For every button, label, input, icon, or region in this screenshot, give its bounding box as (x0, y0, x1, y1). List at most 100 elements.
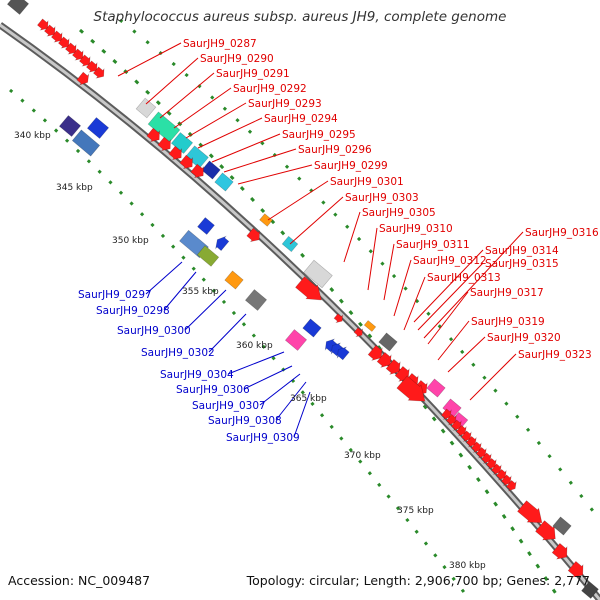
feature-lightgrey-0303[interactable] (303, 259, 333, 289)
gene-label-SaurJH9_0297[interactable]: SaurJH9_0297 (78, 289, 152, 301)
gene-label-SaurJH9_0301[interactable]: SaurJH9_0301 (330, 176, 404, 188)
cds-forward-mid-1[interactable] (376, 351, 395, 371)
gene-label-SaurJH9_0317[interactable]: SaurJH9_0317 (470, 287, 544, 299)
cds-forward-dense-10[interactable] (490, 462, 504, 476)
cds-forward-0317[interactable] (396, 374, 432, 409)
cds-forward-dense-7[interactable] (475, 446, 489, 460)
gene-label-SaurJH9_0320[interactable]: SaurJH9_0320 (487, 332, 561, 344)
cds-forward-0287[interactable] (76, 71, 93, 88)
cds-forward-0310[interactable] (353, 326, 366, 339)
cds-forward-dense-8[interactable] (480, 451, 494, 465)
gene-label-SaurJH9_0292[interactable]: SaurJH9_0292 (233, 83, 307, 95)
cds-forward-mid-2[interactable] (385, 358, 404, 378)
gene-label-SaurJH9_0290[interactable]: SaurJH9_0290 (200, 53, 274, 65)
cds-reverse-0306-1[interactable] (328, 340, 345, 357)
cds-forward-top-4[interactable] (64, 41, 79, 57)
feature-darkblue-340[interactable] (58, 115, 82, 137)
cds-forward-dense-6[interactable] (470, 440, 484, 454)
cds-forward-mid-0[interactable] (367, 344, 386, 364)
cds-forward-top-5[interactable] (71, 47, 86, 63)
gene-label-SaurJH9_0304[interactable]: SaurJH9_0304 (160, 369, 234, 381)
feature-grey-top[interactable] (6, 0, 30, 15)
feature-pink-0319[interactable] (426, 378, 446, 398)
feature-orange-0300[interactable] (224, 270, 244, 290)
gene-label-SaurJH9_0315[interactable]: SaurJH9_0315 (485, 258, 559, 270)
gene-label-SaurJH9_0295[interactable]: SaurJH9_0295 (282, 129, 356, 141)
gene-label-SaurJH9_0294[interactable]: SaurJH9_0294 (264, 113, 338, 125)
feature-cyan-0293[interactable] (185, 145, 209, 169)
gene-label-SaurJH9_0305[interactable]: SaurJH9_0305 (362, 207, 436, 219)
cds-forward-0299[interactable] (246, 227, 264, 245)
cds-forward-inner-3[interactable] (179, 154, 197, 172)
feature-orange-0311[interactable] (363, 320, 377, 332)
cds-reverse-0306-2[interactable] (334, 344, 351, 361)
cds-forward-0303[interactable] (294, 275, 327, 307)
cds-forward-low-3[interactable] (551, 542, 572, 563)
cds-forward-inner-1[interactable] (157, 136, 175, 154)
feature-blue-0297b[interactable] (197, 217, 215, 235)
cds-forward-0305[interactable] (333, 312, 346, 325)
cds-forward-top-7[interactable] (85, 59, 100, 75)
feature-grey-low[interactable] (552, 516, 572, 536)
feature-grey-0312[interactable] (378, 332, 398, 352)
gene-label-SaurJH9_0300[interactable]: SaurJH9_0300 (117, 325, 191, 337)
gene-label-SaurJH9_0299[interactable]: SaurJH9_0299 (314, 160, 388, 172)
gene-label-SaurJH9_0313[interactable]: SaurJH9_0313 (427, 272, 501, 284)
cds-forward-dense-12[interactable] (500, 473, 514, 487)
cds-forward-dense-13[interactable] (505, 479, 519, 493)
cds-forward-dense-2[interactable] (450, 418, 464, 432)
gene-label-SaurJH9_0302[interactable]: SaurJH9_0302 (141, 347, 215, 359)
cds-forward-low-1[interactable] (516, 499, 547, 530)
feature-lightgrey-0290[interactable] (135, 97, 157, 119)
cds-forward-dense-4[interactable] (460, 429, 474, 443)
cds-forward-top-8[interactable] (92, 65, 107, 81)
cds-forward-dense-3[interactable] (455, 424, 469, 438)
cds-forward-inner-0[interactable] (146, 127, 164, 145)
feature-grey-corner[interactable] (581, 581, 599, 599)
cds-forward-dense-1[interactable] (445, 413, 459, 427)
feature-pink-0304[interactable] (284, 329, 308, 351)
feature-grey-0302[interactable] (244, 289, 268, 311)
gene-label-SaurJH9_0309[interactable]: SaurJH9_0309 (226, 432, 300, 444)
cds-forward-top-1[interactable] (43, 23, 58, 39)
feature-blue-340[interactable] (86, 117, 110, 139)
cds-forward-top-3[interactable] (57, 35, 72, 51)
gene-label-SaurJH9_0311[interactable]: SaurJH9_0311 (396, 239, 470, 251)
cds-forward-dense-9[interactable] (485, 457, 499, 471)
gene-label-SaurJH9_0310[interactable]: SaurJH9_0310 (379, 223, 453, 235)
gene-label-SaurJH9_0319[interactable]: SaurJH9_0319 (471, 316, 545, 328)
feature-cyan-0295[interactable] (214, 172, 234, 192)
gene-label-SaurJH9_0314[interactable]: SaurJH9_0314 (485, 245, 559, 257)
feature-navy-0294[interactable] (201, 160, 221, 180)
feature-olive-0298[interactable] (196, 245, 220, 267)
gene-label-SaurJH9_0323[interactable]: SaurJH9_0323 (518, 349, 592, 361)
gene-label-SaurJH9_0303[interactable]: SaurJH9_0303 (345, 192, 419, 204)
gene-label-SaurJH9_0298[interactable]: SaurJH9_0298 (96, 305, 170, 317)
cds-forward-top-6[interactable] (78, 53, 93, 69)
feature-orange-0299[interactable] (259, 213, 273, 227)
gene-label-SaurJH9_0312[interactable]: SaurJH9_0312 (413, 255, 487, 267)
gene-label-SaurJH9_0291[interactable]: SaurJH9_0291 (216, 68, 290, 80)
gene-label-SaurJH9_0308[interactable]: SaurJH9_0308 (208, 415, 282, 427)
feature-blue-0304[interactable] (302, 318, 322, 338)
cds-forward-low-4[interactable] (567, 560, 588, 581)
cds-forward-dense-11[interactable] (495, 468, 509, 482)
cds-forward-top-2[interactable] (50, 29, 65, 45)
cds-forward-low-2[interactable] (534, 519, 561, 546)
cds-forward-inner-4[interactable] (190, 163, 208, 181)
cds-reverse-0306-0[interactable] (322, 336, 339, 353)
gene-label-SaurJH9_0287[interactable]: SaurJH9_0287 (183, 38, 257, 50)
gene-label-SaurJH9_0306[interactable]: SaurJH9_0306 (176, 384, 250, 396)
gene-label-SaurJH9_0307[interactable]: SaurJH9_0307 (192, 400, 266, 412)
leader-SaurJH9_0290 (145, 57, 199, 105)
gene-label-SaurJH9_0316[interactable]: SaurJH9_0316 (525, 227, 599, 239)
gene-label-SaurJH9_0293[interactable]: SaurJH9_0293 (248, 98, 322, 110)
cds-reverse-0297[interactable] (212, 233, 230, 252)
cds-forward-inner-2[interactable] (168, 145, 186, 163)
cds-forward-dense-0[interactable] (440, 407, 454, 421)
cds-forward-top-0[interactable] (36, 17, 51, 33)
gene-label-SaurJH9_0296[interactable]: SaurJH9_0296 (298, 144, 372, 156)
feature-steelblue-340[interactable] (71, 129, 101, 157)
cds-forward-dense-5[interactable] (465, 435, 479, 449)
kbp-tick-365-kbp: 365 kbp (290, 394, 327, 404)
